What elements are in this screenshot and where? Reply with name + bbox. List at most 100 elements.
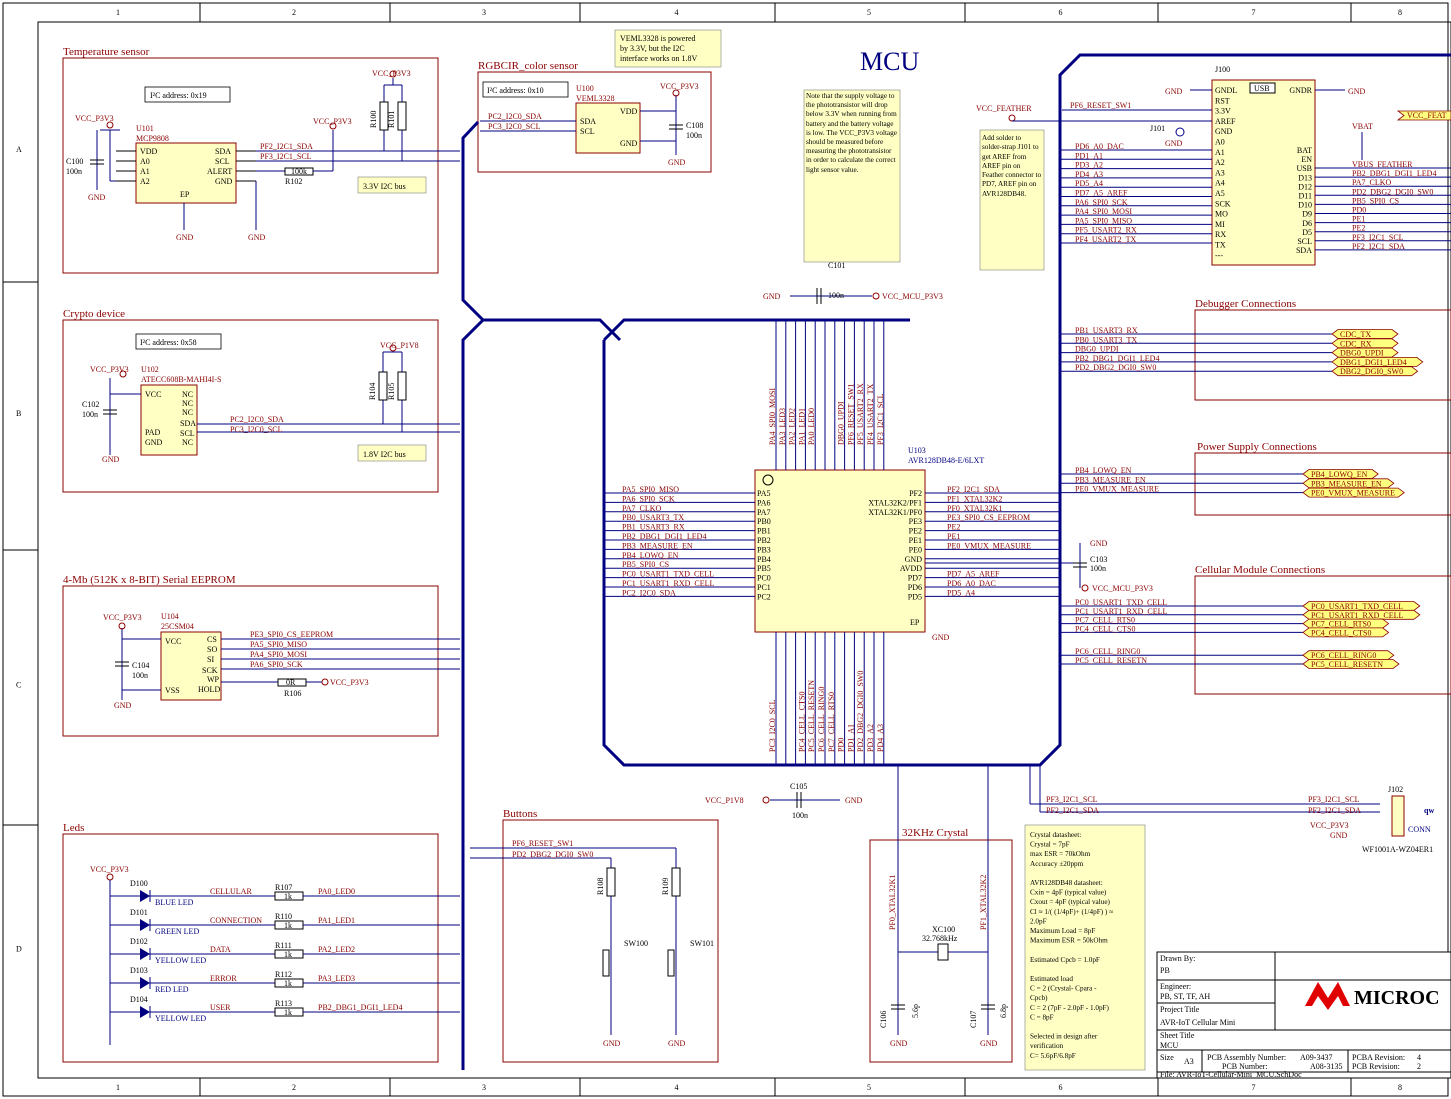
drawn-by: PB xyxy=(1160,966,1170,975)
crystal-note-line: verification xyxy=(1030,1042,1064,1050)
grid-col-label: 4 xyxy=(675,1083,679,1092)
led-color: GREEN LED xyxy=(155,927,199,936)
section-title-eeprom: 4-Mb (512K x 8-BIT) Serial EEPROM xyxy=(63,574,236,586)
net-label: PB2_DBG1_DGI1_LED4 xyxy=(1075,354,1159,363)
grid-col-label: 6 xyxy=(1059,1083,1063,1092)
led-label: ERROR xyxy=(210,974,237,983)
net-label: PD4_A3 xyxy=(876,724,885,752)
engineer: PB, ST, TF, AH xyxy=(1160,992,1210,1001)
cap-ref: C104 xyxy=(132,661,149,670)
net-label: PC1_USART1_RXD_CELL xyxy=(1075,607,1168,616)
net-label: PB2_DBG1_DGI1_LED4 xyxy=(318,1003,402,1012)
sheet-title: MCU xyxy=(1160,1041,1178,1050)
pin-label: MO xyxy=(1215,210,1228,219)
pin-label: A5 xyxy=(1215,189,1225,198)
led-label: CONNECTION xyxy=(210,916,262,925)
pin-label: PC0 xyxy=(757,574,771,583)
crypto-addr: I²C address: 0x58 xyxy=(140,338,197,347)
net-label: PC3_I2C0_SCL xyxy=(768,699,777,752)
crystal-note-line: Crystal = 7pF xyxy=(1030,841,1070,849)
resistor-ref: R107 xyxy=(275,883,292,892)
signal-buses xyxy=(461,53,1451,1070)
net-label: PB5_SPI0_CS xyxy=(1352,196,1399,205)
grid-row-label: A xyxy=(16,145,22,154)
port-label: PC4_CELL_CTS0 xyxy=(1311,628,1371,637)
net-label: PA4_SPI0_MOSI xyxy=(250,650,307,659)
port-label: DBG1_DGI1_LED4 xyxy=(1340,358,1407,367)
section-title-crypto: Crypto device xyxy=(63,308,125,320)
net-label: PE0_VMUX_MEASURE xyxy=(947,541,1031,550)
gnd-label: GND xyxy=(88,193,106,202)
pin-label: NC xyxy=(182,408,193,417)
net-vcc: VCC_MCU_P3V3 xyxy=(1092,584,1153,593)
net-label: PF4_USART2_TX xyxy=(1075,235,1137,244)
led-ref: D101 xyxy=(130,908,148,917)
led-color: YELLOW LED xyxy=(155,1014,206,1023)
cap-value: 100n xyxy=(66,167,82,176)
led-label: USER xyxy=(210,1003,231,1012)
net-label: PA1_LED1 xyxy=(318,916,355,925)
pin-label: SCK xyxy=(202,666,218,675)
net-vcc: VCC_P1V8 xyxy=(380,341,419,350)
qwiic-logo-icon: qw xyxy=(1424,806,1434,815)
feather-note: Add solder to solder-strap J101 to get A… xyxy=(982,134,1042,198)
pin-label: PD6 xyxy=(908,583,922,592)
atecc608-chip xyxy=(140,384,198,456)
usb-label: USB xyxy=(1254,84,1270,93)
net-vcc: VCC_P3V3 xyxy=(313,117,352,126)
resistor-ref: R110 xyxy=(275,912,292,921)
crystal-note-line: C = 2 (7pF - 2.0pF - 1.0pF) xyxy=(1030,1004,1110,1012)
led-label: DATA xyxy=(210,945,231,954)
size: A3 xyxy=(1184,1057,1194,1066)
led-ref: D104 xyxy=(130,995,148,1004)
net-vcc: VCC_MCU_P3V3 xyxy=(882,292,943,301)
pin-label: GND xyxy=(620,139,638,148)
resistor-ref: R106 xyxy=(284,689,301,698)
net-label: PA6_SPI0_SCK xyxy=(1075,198,1128,207)
crystal-note-line: C= 5.6pF/6.8pF xyxy=(1030,1052,1076,1060)
net-label: PC2_I2C0_SDA xyxy=(230,415,284,424)
net-label: VBUS_FEATHER xyxy=(1352,160,1413,169)
pin-label: 3.3V xyxy=(1215,107,1231,116)
pin-label: GNDR xyxy=(1289,86,1312,95)
led-diode-icon xyxy=(140,890,150,902)
led-ref: D102 xyxy=(130,937,148,946)
resistor-ref: R104 xyxy=(368,383,377,400)
pin-label: D11 xyxy=(1299,192,1312,201)
pin-label: PC2 xyxy=(757,592,771,601)
net-label: PC7_CELL_RTS0 xyxy=(827,692,836,752)
file-name: File: AVR-IoT-Cellular-Mini_MCU.SchDoc xyxy=(1160,1070,1302,1079)
mcu-part: AVR128DB48-E/6LXT xyxy=(908,456,984,465)
rgb-note: VEML3328 is powered xyxy=(620,34,696,43)
net-label: PA7_CLKO xyxy=(1352,178,1391,187)
crystal-note-line: Cl ≈ 1/( (1/4pF)+ (1/4pF) ) ≈ xyxy=(1030,908,1113,916)
rgb-part: VEML3328 xyxy=(576,94,615,103)
grid-col-label: 3 xyxy=(482,1083,486,1092)
net-label: PC4_CELL_CTS0 xyxy=(1075,624,1135,633)
net-label: PA5_SPI0_MISO xyxy=(1075,216,1132,225)
rgb-sensor-block: RGBCIR_color sensor I²C address: 0x10 VE… xyxy=(477,29,722,173)
buttons-block: Buttons PF6_RESET_SW1 PD2_DBG2_DGI0_SW0 … xyxy=(470,808,719,1063)
section-title-leds: Leds xyxy=(63,822,84,834)
pin-label: D13 xyxy=(1298,173,1312,182)
net-label: PD3_A2 xyxy=(1075,161,1103,170)
grid-col-label: 1 xyxy=(116,1083,120,1092)
led-ref: D100 xyxy=(130,879,148,888)
net-label: PC0_USART1_TXD_CELL xyxy=(622,570,714,579)
grid-col-label: 2 xyxy=(292,1083,296,1092)
section-title-buttons: Buttons xyxy=(503,808,537,820)
pcba-label: PCB Assembly Number: xyxy=(1207,1053,1286,1062)
pin-label: BAT xyxy=(1297,146,1312,155)
net-label: PC6_CELL_RING0 xyxy=(817,687,826,752)
port-label: PC6_CELL_RING0 xyxy=(1311,651,1376,660)
grid-row-label: C xyxy=(16,681,21,690)
net-vcc: VCC_P3V3 xyxy=(1310,821,1349,830)
cap-value: 100n xyxy=(828,291,844,300)
net-label: PA7_CLKO xyxy=(622,504,661,513)
pin-label: SDA xyxy=(180,419,196,428)
net-label: PF5_USART2_RX xyxy=(1075,226,1137,235)
cap-value: 100n xyxy=(1090,564,1106,573)
net-label: PE2 xyxy=(947,523,960,532)
bus-note: 1.8V I2C bus xyxy=(363,450,406,459)
net-label: PF2_I2C1_SDA xyxy=(947,485,1000,494)
